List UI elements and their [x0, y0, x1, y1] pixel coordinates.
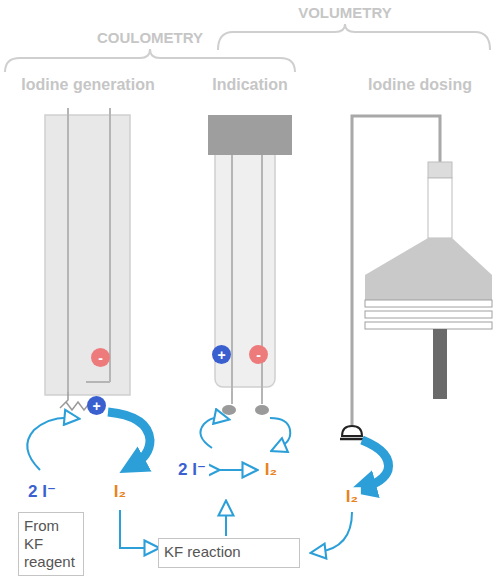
cathode-symbol: - — [249, 345, 268, 364]
box-text: KF reaction — [164, 543, 294, 561]
coulometry-bracket — [5, 49, 295, 72]
source-box: From KF reagent — [18, 512, 84, 576]
generator-electrode — [45, 108, 130, 410]
polarity-sign: - — [256, 348, 261, 362]
anode-symbol: + — [212, 345, 231, 364]
indicator-electrode — [208, 115, 292, 415]
method-label: COULOMETRY — [94, 29, 206, 46]
chemical-species: I₂ — [262, 460, 280, 480]
chemical-species: I₂ — [111, 482, 129, 502]
section-header: Indication — [209, 76, 291, 94]
reaction-box: KF reaction — [158, 538, 300, 568]
chemical-species: I₂ — [343, 487, 361, 507]
polarity-sign: + — [92, 399, 100, 413]
anode-symbol: + — [87, 396, 106, 415]
box-text: From KF reagent — [24, 517, 78, 571]
burette — [340, 116, 492, 439]
chemical-species: 2 I⁻ — [25, 482, 59, 502]
chemical-species: 2 I⁻ — [175, 460, 209, 480]
polarity-sign: + — [217, 348, 225, 362]
volumetry-bracket — [218, 24, 490, 50]
section-header: Iodine generation — [18, 76, 157, 94]
cathode-symbol: - — [91, 348, 110, 367]
method-label: VOLUMETRY — [295, 4, 395, 21]
polarity-sign: - — [98, 351, 103, 365]
section-header: Iodine dosing — [365, 76, 475, 94]
